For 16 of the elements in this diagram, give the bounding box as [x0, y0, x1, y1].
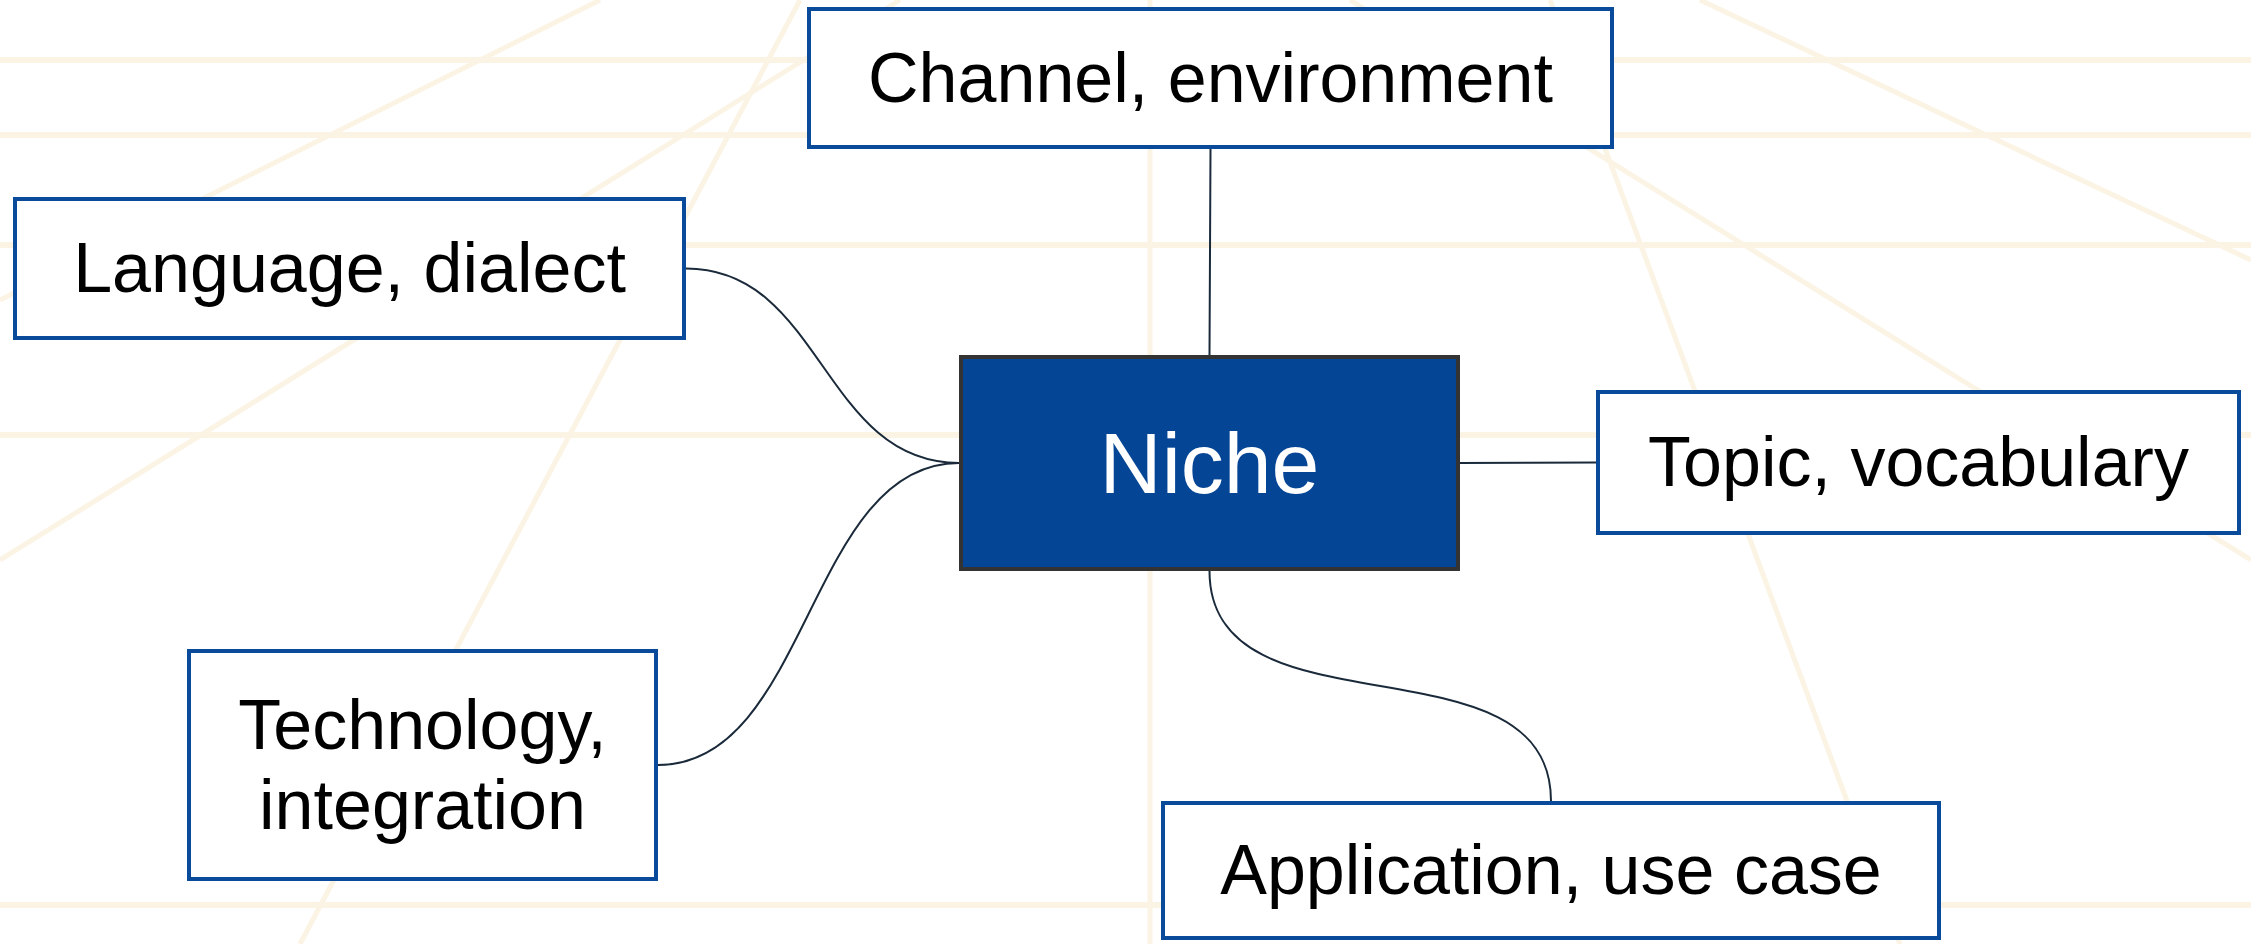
topic-text: Channel, environment: [868, 37, 1553, 119]
topic-text: Language, dialect: [73, 228, 626, 309]
connector-line: [1208, 148, 1212, 356]
topic-text: Niche: [1099, 413, 1320, 513]
connector-line: [657, 462, 960, 766]
topic-box: [1596, 390, 2241, 535]
topic-text: Application, use case: [1220, 830, 1882, 911]
connector-line: [1208, 570, 1552, 802]
connector-line: [1459, 461, 1597, 464]
topic-box: [13, 197, 686, 340]
topic-box: [807, 7, 1614, 149]
central-topic-box: [959, 355, 1460, 571]
topic-text: Topic, vocabulary: [1648, 422, 2189, 503]
topic-box: [187, 649, 658, 881]
topic-box: [1161, 801, 1941, 940]
topic-text: Technology, integration: [237, 684, 608, 846]
